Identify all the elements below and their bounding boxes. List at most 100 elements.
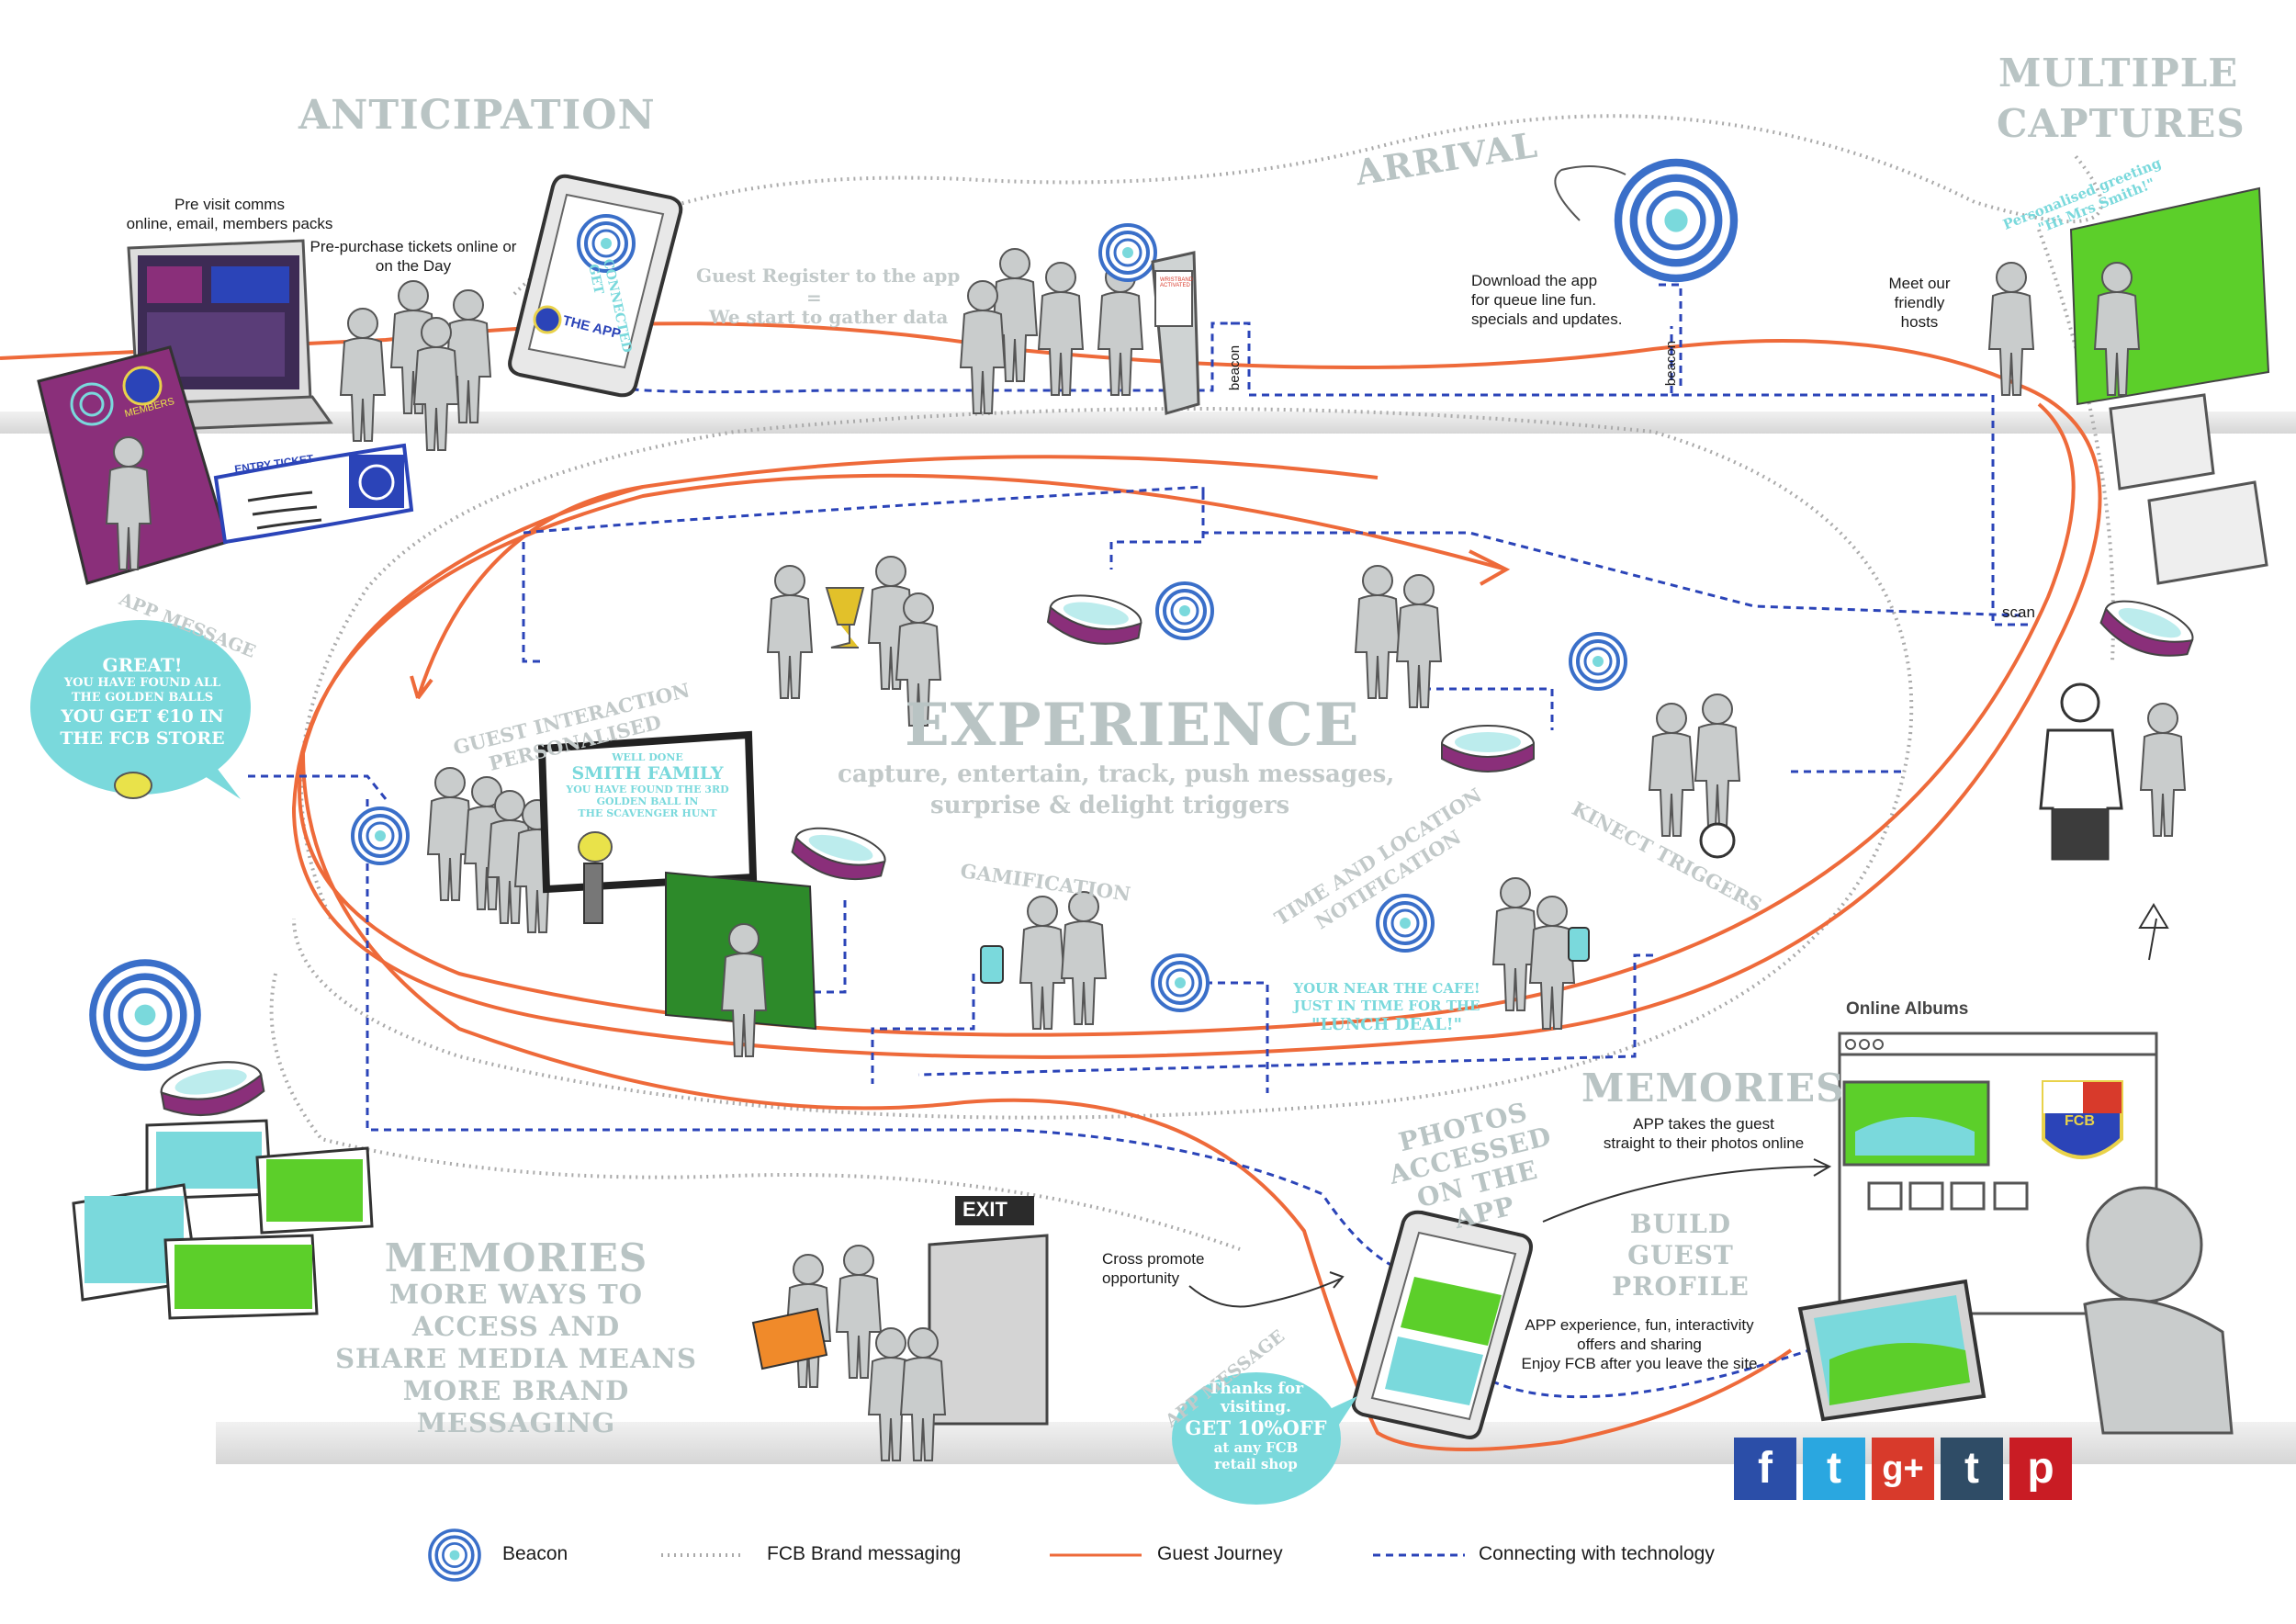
- cross-promote-text: Cross promote opportunity: [1102, 1249, 1204, 1288]
- legend-beacon-label: Beacon: [502, 1543, 568, 1564]
- members-pack-illustration: [37, 345, 230, 585]
- meet-line-1: Meet our: [1888, 275, 1951, 292]
- twitter-icon[interactable]: t: [1803, 1438, 1865, 1500]
- app-experience-line-3: Enjoy FCB after you leave the site: [1521, 1355, 1758, 1372]
- previsit-comms: Pre visit comms online, email, members p…: [92, 195, 367, 233]
- app-message-bubble-top: [30, 620, 251, 799]
- tumblr-icon[interactable]: t: [1941, 1438, 2003, 1500]
- download-app-text: Download the app for queue line fun. spe…: [1471, 271, 1622, 329]
- exit-area: [751, 1196, 1049, 1461]
- app-message-top-text: GREAT! YOU HAVE FOUND ALL THE GOLDEN BAL…: [41, 654, 243, 750]
- experience-subtitle-1: capture, entertain, track, push messages…: [838, 761, 1395, 788]
- exit-sign: EXIT: [962, 1198, 1007, 1221]
- app-message-top-line-5: THE FCB STORE: [60, 728, 225, 749]
- memories-left-line-1: MORE WAYS TO: [388, 1279, 644, 1310]
- download-line-1: Download the app: [1471, 272, 1598, 289]
- memories-left-line-2: ACCESS AND: [411, 1311, 621, 1342]
- app-experience-line-1: APP experience, fun, interactivity: [1525, 1316, 1754, 1334]
- download-line-2: for queue line fun.: [1471, 291, 1597, 309]
- phone-photos: [1351, 1210, 1533, 1439]
- cross-promote-line-2: opportunity: [1102, 1269, 1180, 1287]
- arrival-beacon: [1618, 163, 1734, 278]
- facebook-icon[interactable]: f: [1734, 1438, 1796, 1500]
- memories-left-block: MEMORIES MORE WAYS TO ACCESS AND SHARE M…: [323, 1238, 709, 1439]
- tablet-user: [1797, 1186, 2234, 1435]
- meet-line-2: friendly: [1894, 294, 1945, 311]
- stage-multiple-captures-2: CAPTURES: [1997, 101, 2245, 146]
- guest-register-text: Guest Register to the app: [696, 265, 961, 287]
- screen-line-2: SMITH FAMILY: [571, 763, 724, 784]
- legend-tech-label: Connecting with technology: [1479, 1543, 1715, 1564]
- stage-anticipation: ANTICIPATION: [298, 92, 656, 139]
- experience-subtitle-2: surprise & delight triggers: [930, 792, 1290, 819]
- app-message-bottom-line-2: visiting.: [1221, 1398, 1291, 1416]
- experience-illustrations: [351, 556, 1740, 1057]
- screen-line-4: GOLDEN BALL IN: [596, 795, 699, 807]
- prepurchase-text: Pre-purchase tickets online or on the Da…: [294, 237, 533, 276]
- green-screen-capture: [2069, 186, 2270, 406]
- stage-experience: EXPERIENCE: [905, 691, 1360, 760]
- app-message-top-line-3: THE GOLDEN BALLS: [71, 691, 214, 705]
- pinterest-icon[interactable]: p: [2009, 1438, 2072, 1500]
- cross-promote-line-1: Cross promote: [1102, 1250, 1205, 1268]
- scan-label: scan: [2002, 603, 2035, 621]
- app-experience-line-2: offers and sharing: [1577, 1336, 1702, 1353]
- app-message-bubble-bottom: [1172, 1372, 1357, 1505]
- beacon-label-2: beacon: [1663, 340, 1680, 387]
- fcb-crest-label: FCB: [2065, 1113, 2095, 1129]
- build-profile-line-2: GUEST PROFILE: [1612, 1240, 1750, 1302]
- screen-line-1: WELL DONE: [612, 751, 683, 763]
- stage-multiple-captures-1: MULTIPLE: [1998, 51, 2239, 96]
- legend-brand-label: FCB Brand messaging: [767, 1543, 962, 1564]
- capture-photos: [2109, 393, 2268, 585]
- screen-message: WELL DONE SMITH FAMILY YOU HAVE FOUND TH…: [551, 751, 744, 819]
- previsit-line-2: online, email, members packs: [126, 215, 333, 232]
- previsit-line-1: Pre visit comms: [174, 196, 285, 213]
- app-message-bottom-line-3: GET 10%OFF: [1185, 1416, 1327, 1439]
- memories-left-line-4: MORE BRAND MESSAGING: [402, 1375, 630, 1438]
- cafe-message: YOUR NEAR THE CAFE! JUST IN TIME FOR THE…: [1290, 980, 1483, 1035]
- app-takes-line-2: straight to their photos online: [1603, 1134, 1805, 1152]
- build-profile-label: BUILD GUEST PROFILE: [1566, 1209, 1795, 1303]
- prepurchase-line-1: Pre-purchase tickets online or: [310, 238, 517, 255]
- kiosk-text: WRISTBAND ACTIVATED: [1160, 277, 1193, 288]
- online-albums-browser: [1838, 1032, 2158, 1315]
- family-arrival: [960, 223, 1200, 415]
- app-takes-line-1: APP takes the guest: [1633, 1115, 1774, 1133]
- legend-journey-label: Guest Journey: [1157, 1543, 1283, 1564]
- phone-get-connected: [508, 174, 683, 398]
- meet-hosts-text: Meet our friendly hosts: [1874, 274, 1965, 332]
- app-message-bottom-text: Thanks for visiting. GET 10%OFF at any F…: [1180, 1380, 1332, 1472]
- build-profile-line-1: BUILD: [1629, 1209, 1732, 1239]
- stage-memories-right: MEMORIES: [1581, 1066, 1845, 1111]
- app-experience-text: APP experience, fun, interactivity offer…: [1502, 1315, 1777, 1373]
- arrow-up: [2138, 903, 2169, 961]
- screen-line-3: YOU HAVE FOUND THE 3RD: [566, 784, 729, 795]
- app-message-top-line-4: YOU GET €10 IN: [61, 706, 224, 727]
- cafe-line-3: "LUNCH DEAL!": [1311, 1015, 1463, 1034]
- arrow-cross-promote: [1188, 1271, 1345, 1308]
- download-line-3: specials and updates.: [1471, 310, 1623, 328]
- arrival-arrow: [1554, 165, 1626, 221]
- equals-sign: =: [806, 287, 822, 309]
- cafe-line-2: JUST IN TIME FOR THE: [1293, 998, 1480, 1014]
- google-plus-icon[interactable]: g+: [1872, 1438, 1934, 1500]
- brand-messaging-lines: [269, 114, 2115, 1251]
- app-message-bottom-line-4: at any FCB: [1213, 1439, 1299, 1456]
- arrow-to-albums: [1542, 1158, 1832, 1223]
- app-message-top-line-1: GREAT!: [102, 654, 183, 676]
- online-albums-title: Online Albums: [1846, 999, 1969, 1019]
- cafe-line-1: YOUR NEAR THE CAFE!: [1293, 980, 1480, 997]
- app-takes-text: APP takes the guest straight to their ph…: [1589, 1114, 1818, 1153]
- gather-data-text: We start to gather data: [709, 306, 949, 328]
- app-message-bottom-line-1: Thanks for: [1208, 1380, 1304, 1398]
- memories-left-line-3: SHARE MEDIA MEANS: [335, 1343, 697, 1374]
- memories-left-title: MEMORIES: [384, 1235, 648, 1280]
- app-message-bottom-line-5: retail shop: [1214, 1456, 1298, 1472]
- guest-journey-lines: [0, 321, 2102, 1451]
- legend-beacon-symbol: [428, 1528, 481, 1582]
- left-memories-illustrations: [72, 963, 374, 1320]
- prepurchase-line-2: on the Day: [375, 257, 452, 275]
- beacon-label-1: beacon: [1227, 344, 1244, 391]
